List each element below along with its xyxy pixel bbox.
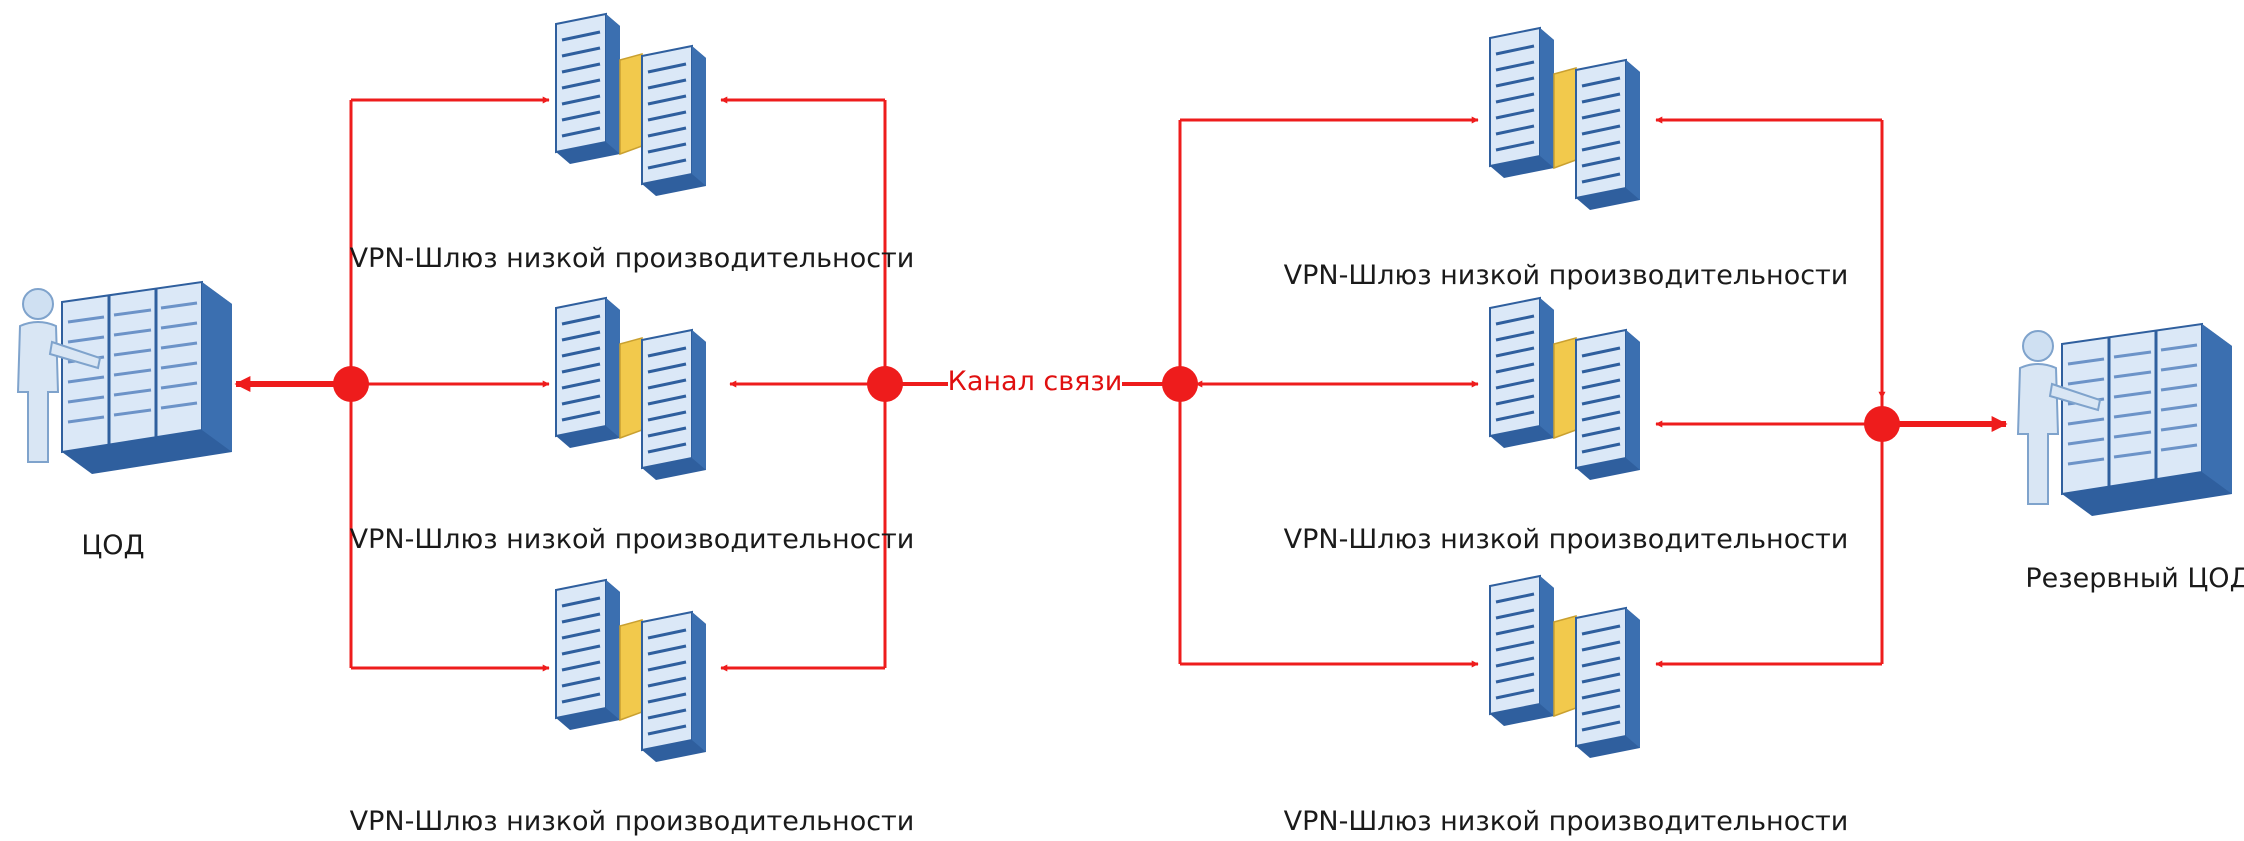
gateway-label-left-middle: VPN-Шлюз низкой производительности [349,524,915,555]
datacenter-icon-main [16,280,234,476]
vpn-gateway-icon-right-bottom [1488,574,1642,760]
channel-label: Канал связи [947,366,1123,397]
vpn-gateway-icon-left-top [554,12,708,198]
site-links [234,376,2008,432]
gateway-label-right-top: VPN-Шлюз низкой производительности [1283,260,1849,291]
vpn-gateway-icon-right-top [1488,26,1642,212]
main-datacenter-label: ЦОД [81,530,145,561]
vpn-gateway-icon-left-bottom [554,578,708,764]
vpn-gateway-icon-left-middle [554,296,708,482]
gateway-label-left-bottom: VPN-Шлюз низкой производительности [349,806,915,837]
junction-nodes [333,366,1900,442]
junction-left-site [333,366,369,402]
vpn-gateway-icon-right-middle [1488,296,1642,482]
junction-left-channel [867,366,903,402]
gateway-label-right-middle: VPN-Шлюз низкой производительности [1283,524,1849,555]
datacenter-icon-backup [2016,322,2234,518]
junction-right-channel [1162,366,1198,402]
junction-right-site [1864,406,1900,442]
gateway-label-right-bottom: VPN-Шлюз низкой производительности [1283,806,1849,837]
gateway-label-left-top: VPN-Шлюз низкой производительности [349,243,915,274]
backup-datacenter-label: Резервный ЦОД [2025,563,2244,594]
